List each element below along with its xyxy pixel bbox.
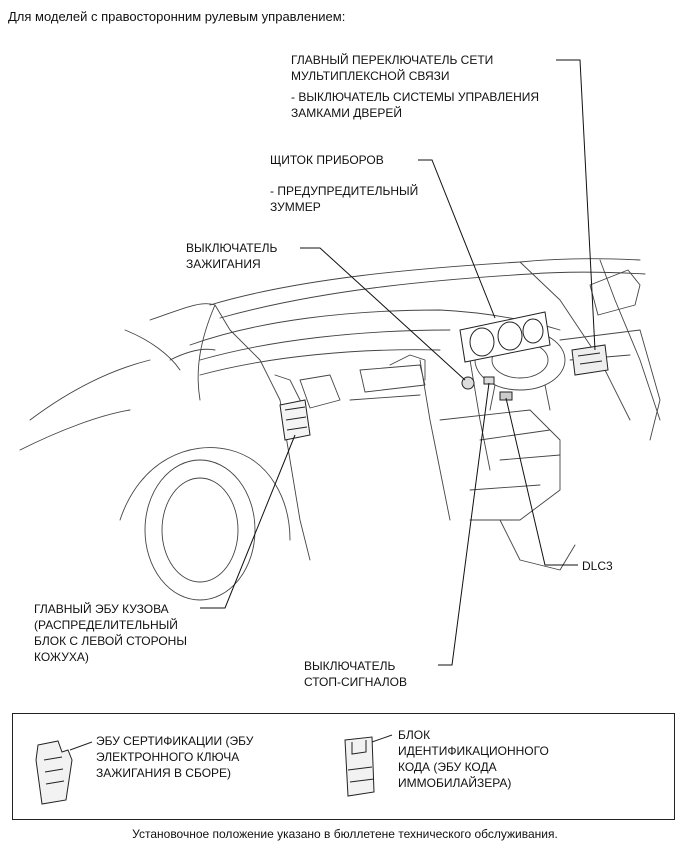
label-main-switch-sub2: ЗАМКАМИ ДВЕРЕЙ [291, 106, 402, 120]
legend-cert-ecu-line2: ЭЛЕКТРОННОГО КЛЮЧА [96, 750, 240, 764]
id-box-icon [344, 734, 393, 797]
legend-box [12, 713, 675, 820]
stop-lamp-switch [483, 376, 495, 385]
label-main-switch-sub1: - ВЫКЛЮЧАТЕЛЬ СИСТЕМЫ УПРАВЛЕНИЯ [291, 90, 540, 104]
label-meter-line1: ЩИТОК ПРИБОРОВ [270, 153, 384, 167]
legend-cert-ecu-line1: ЭБУ СЕРТИФИКАЦИИ (ЭБУ [96, 734, 254, 748]
label-body-ecu-line3: БЛОК С ЛЕВОЙ СТОРОНЫ [34, 634, 187, 648]
leader-meter [418, 159, 496, 319]
mirror-outline [589, 269, 641, 316]
legend-id-box-line3: КОДА (ЭБУ КОДА [398, 760, 497, 774]
label-ignition-line1: ВЫКЛЮЧАТЕЛЬ [186, 241, 278, 255]
label-stop-lamp-line1: ВЫКЛЮЧАТЕЛЬ [304, 659, 396, 673]
legend-cert-ecu-line3: ЗАЖИГАНИЯ В СБОРЕ) [96, 766, 232, 780]
leader-body-ecu [200, 434, 296, 609]
label-main-switch-line2: МУЛЬТИПЛЕКСНОЙ СВЯЗИ [291, 69, 450, 83]
body-ecu-block [279, 399, 311, 441]
label-body-ecu-line2: (РАСПРЕДЕЛИТЕЛЬНЫЙ [34, 618, 178, 632]
leader-ignition [300, 247, 466, 381]
leader-dlc3 [505, 397, 578, 566]
label-body-ecu-line4: КОЖУХА) [34, 650, 89, 664]
windshield-outline [209, 258, 641, 306]
leader-main-switch [556, 59, 596, 351]
cert-ecu-icon [35, 740, 93, 805]
instrument-cluster [459, 311, 551, 363]
page-title: Для моделей с правосторонним рулевым упр… [8, 9, 346, 24]
legend-id-box-line1: БЛОК [398, 728, 431, 742]
multiplex-switch [571, 344, 609, 376]
label-dlc3: DLC3 [582, 559, 613, 573]
label-meter-sub2: ЗУММЕР [270, 200, 321, 214]
legend-id-box-line2: ИДЕНТИФИКАЦИОННОГО [398, 744, 549, 758]
wheel-arch [119, 447, 291, 541]
label-meter-sub1: - ПРЕДУПРЕДИТЕЛЬНЫЙ [270, 184, 419, 198]
label-ignition-line2: ЗАЖИГАНИЯ [186, 257, 261, 271]
label-main-switch-line1: ГЛАВНЫЙ ПЕРЕКЛЮЧАТЕЛЬ СЕТИ [291, 53, 494, 67]
legend-id-box-line4: ИММОБИЛАЙЗЕРА) [398, 776, 512, 790]
label-stop-lamp-line2: СТОП-СИГНАЛОВ [304, 675, 407, 689]
label-body-ecu-line1: ГЛАВНЫЙ ЭБУ КУЗОВА [34, 602, 169, 616]
footer-note: Установочное положение указано в бюллете… [132, 827, 558, 841]
leader-stop-lamp [438, 382, 490, 666]
